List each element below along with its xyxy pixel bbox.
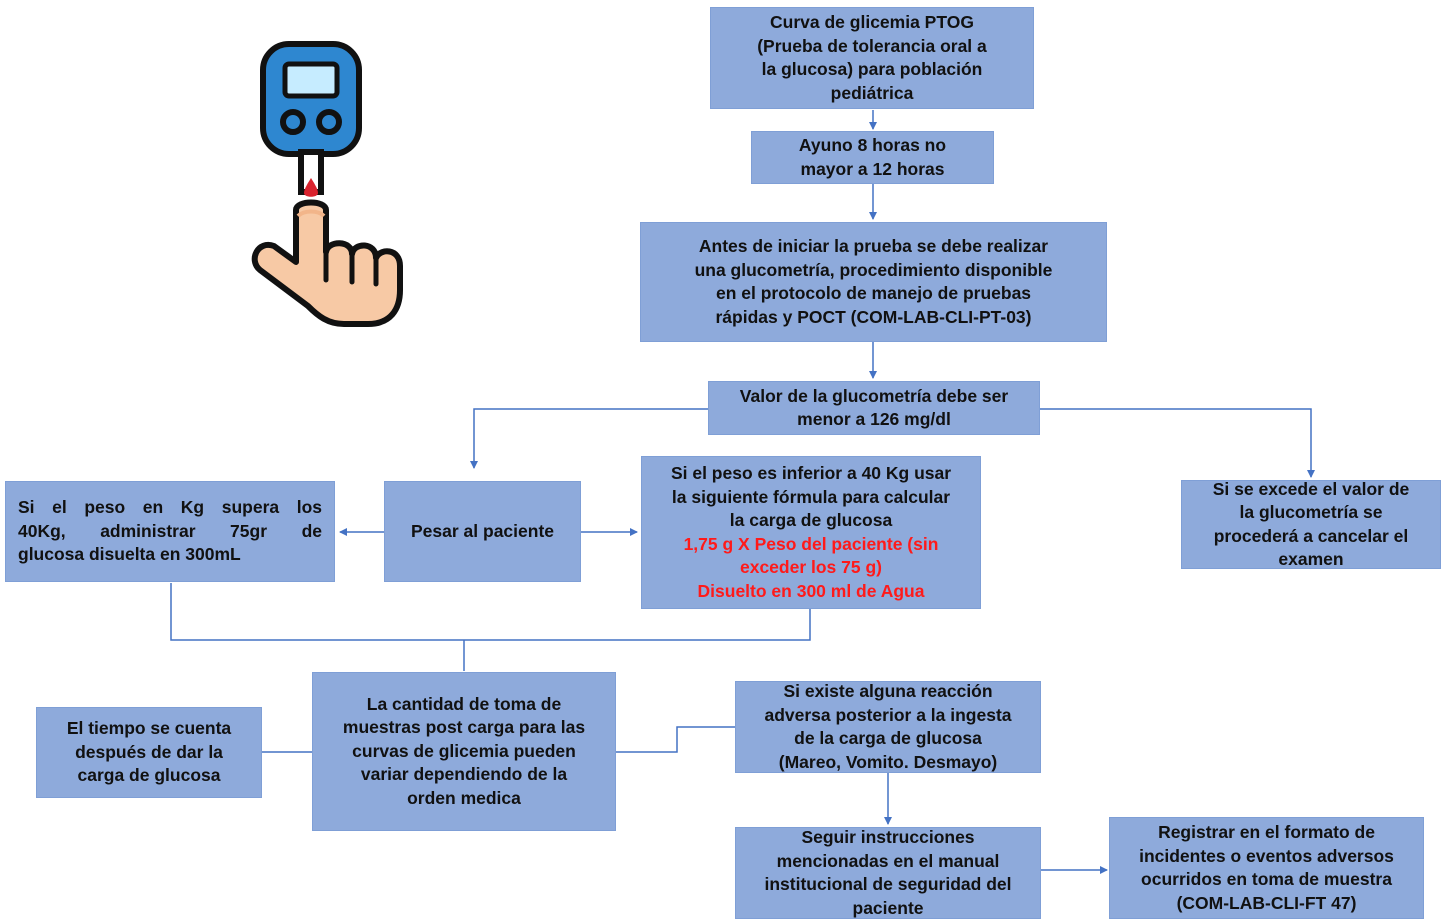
before-test-box: Antes de iniciar la prueba se debe reali… bbox=[640, 222, 1107, 342]
title-box: Curva de glicemia PTOG (Prueba de tolera… bbox=[710, 7, 1034, 109]
exceed-value-line: procederá a cancelar el bbox=[1213, 525, 1409, 546]
title-line: Curva de glicemia PTOG bbox=[770, 12, 974, 32]
register-format-line: ocurridos en toma de muestra bbox=[1141, 869, 1392, 889]
samples-quantity-line: orden medica bbox=[407, 787, 521, 808]
follow-instructions-line: institucional de seguridad del bbox=[764, 874, 1012, 894]
glucose-formula-line: Disuelto en 300 ml de Agua bbox=[697, 580, 925, 601]
follow-instructions-line: Seguir instrucciones bbox=[801, 827, 975, 847]
register-format-line: Registrar en el formato de bbox=[1158, 822, 1375, 842]
over-40kg-box: Si el peso en Kg supera los 40Kg, admini… bbox=[5, 481, 335, 582]
exceed-value-line: Si se excede el valor de bbox=[1212, 480, 1410, 499]
adverse-reaction-line: adversa posterior a la ingesta bbox=[764, 704, 1012, 725]
samples-quantity-line: La cantidad de toma de bbox=[366, 693, 562, 714]
under-40kg-box: Si el peso es inferior a 40 Kg usar la s… bbox=[641, 456, 981, 609]
exceed-value-box: Si se excede el valor de la glucometría … bbox=[1181, 480, 1441, 569]
time-counted-line: El tiempo se cuenta bbox=[66, 718, 232, 739]
over-40kg-line: 40Kg, administrar 75gr de bbox=[18, 520, 322, 541]
glucometry-value-box: Valor de la glucometría debe ser menor a… bbox=[708, 381, 1040, 435]
title-line: (Prueba de tolerancia oral a bbox=[757, 35, 987, 56]
adverse-reaction-line: (Mareo, Vomito. Desmayo) bbox=[778, 751, 998, 772]
exceed-value-line: examen bbox=[1278, 549, 1344, 569]
follow-instructions-line: paciente bbox=[852, 897, 924, 918]
register-format-box: Registrar en el formato de incidentes o … bbox=[1109, 817, 1424, 919]
before-test-line: Antes de iniciar la prueba se debe reali… bbox=[698, 236, 1049, 256]
follow-instructions-box: Seguir instrucciones mencionadas en el m… bbox=[735, 827, 1041, 919]
before-test-line: una glucometría, procedimiento disponibl… bbox=[694, 259, 1053, 280]
under-40kg-line: la carga de glucosa bbox=[729, 510, 893, 530]
arrow-value-to-exceed bbox=[1040, 408, 1315, 478]
arrow-value-to-weigh bbox=[470, 408, 708, 469]
adverse-reaction-box: Si existe alguna reacción adversa poster… bbox=[735, 681, 1041, 773]
under-40kg-line: la siguiente fórmula para calcular bbox=[671, 486, 951, 507]
glucometry-value-line: menor a 126 mg/dl bbox=[797, 409, 951, 429]
under-40kg-line: Si el peso es inferior a 40 Kg usar bbox=[670, 463, 952, 483]
samples-quantity-line: curvas de glicemia pueden bbox=[352, 740, 576, 761]
glucose-formula-line: exceder los 75 g) bbox=[739, 557, 883, 577]
time-counted-line: carga de glucosa bbox=[77, 765, 221, 786]
fasting-line: mayor a 12 horas bbox=[800, 158, 945, 179]
fasting-box: Ayuno 8 horas no mayor a 12 horas bbox=[751, 131, 994, 184]
register-format-line: (COM-LAB-CLI-FT 47) bbox=[1176, 892, 1357, 913]
time-counted-box: El tiempo se cuenta después de dar la ca… bbox=[36, 707, 262, 798]
glucometer-finger-icon bbox=[251, 41, 403, 327]
fasting-line: Ayuno 8 horas no bbox=[798, 135, 947, 155]
over-40kg-line: Si el peso en Kg supera los bbox=[18, 497, 322, 518]
weigh-patient-label: Pesar al paciente bbox=[411, 520, 554, 541]
before-test-line: rápidas y POCT (COM-LAB-CLI-PT-03) bbox=[715, 306, 1032, 327]
glucometry-value-line: Valor de la glucometría debe ser bbox=[739, 385, 1009, 406]
follow-instructions-line: mencionadas en el manual bbox=[776, 850, 1000, 871]
samples-quantity-box: La cantidad de toma de muestras post car… bbox=[312, 672, 616, 831]
title-line: la glucosa) para población bbox=[761, 59, 983, 79]
adverse-reaction-line: de la carga de glucosa bbox=[794, 728, 982, 748]
exceed-value-line: la glucometría se bbox=[1239, 502, 1383, 522]
over-40kg-line: glucosa disuelta en 300mL bbox=[18, 544, 241, 565]
glucose-formula-line: 1,75 g X Peso del paciente (sin bbox=[683, 533, 939, 554]
samples-quantity-line: muestras post carga para las bbox=[342, 717, 586, 738]
time-counted-line: después de dar la bbox=[75, 741, 223, 762]
adverse-reaction-line: Si existe alguna reacción bbox=[783, 681, 993, 701]
register-format-line: incidentes o eventos adversos bbox=[1139, 845, 1394, 866]
weigh-patient-box: Pesar al paciente bbox=[384, 481, 581, 582]
before-test-line: en el protocolo de manejo de pruebas bbox=[715, 283, 1032, 303]
samples-quantity-line: variar dependiendo de la bbox=[360, 764, 568, 785]
line-samples-to-adverse bbox=[616, 726, 735, 753]
line-over40-join bbox=[170, 583, 811, 641]
title-line: pediátrica bbox=[830, 82, 914, 103]
